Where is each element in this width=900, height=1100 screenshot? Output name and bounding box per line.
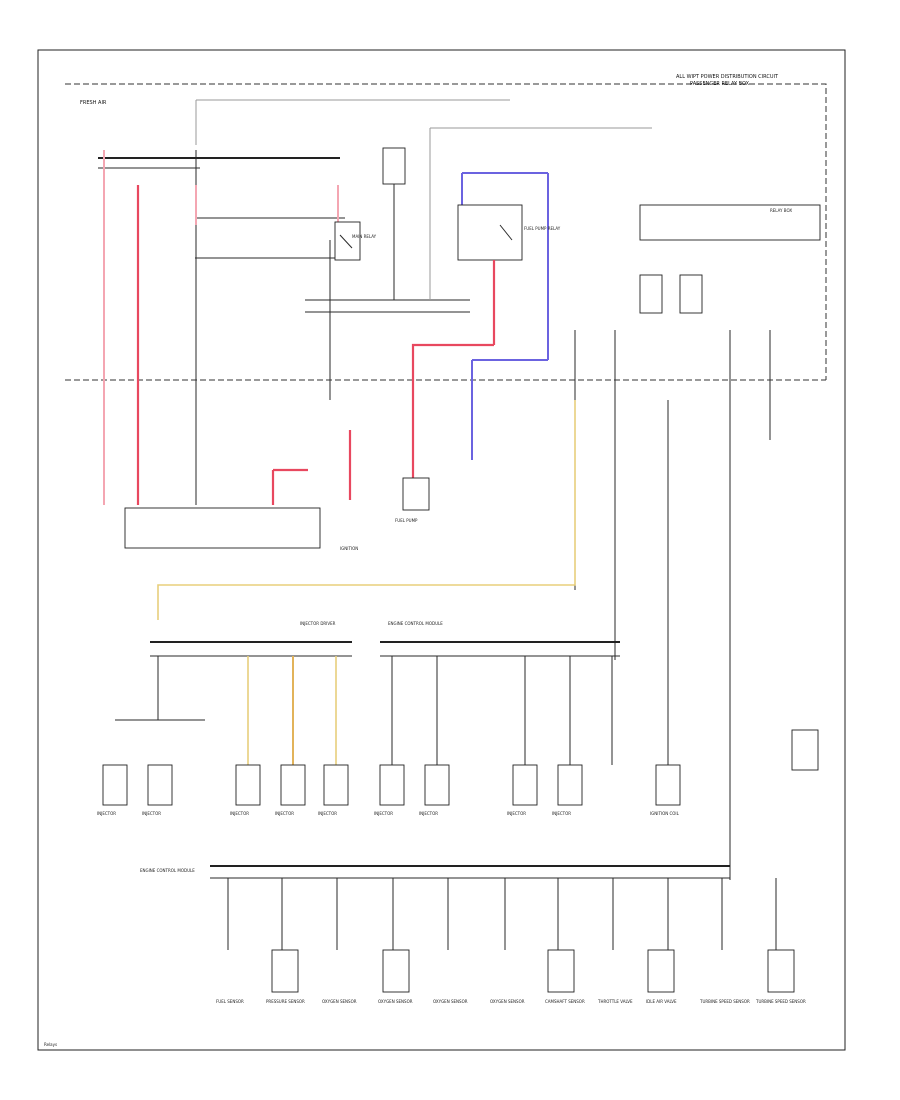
right-sensor bbox=[791, 729, 819, 771]
injector-label-3: INJECTOR bbox=[230, 811, 249, 816]
injector-5 bbox=[323, 764, 349, 806]
fuel-pump-motor-label: FUEL PUMP bbox=[395, 518, 418, 523]
relay-b bbox=[679, 274, 703, 314]
injector-2 bbox=[147, 764, 173, 806]
yellow-wire-long bbox=[157, 400, 576, 620]
lower-bus-label: ENGINE CONTROL MODULE bbox=[140, 868, 195, 873]
right-relay-box bbox=[639, 204, 821, 241]
injector-8 bbox=[512, 764, 538, 806]
ecm-label: ENGINE CONTROL MODULE bbox=[388, 621, 443, 626]
fuel-pump-relay-label: FUEL PUMP RELAY bbox=[524, 226, 561, 231]
relay-a bbox=[639, 274, 663, 314]
corner-label: Relays bbox=[44, 1042, 57, 1047]
sensor-7 bbox=[547, 949, 575, 993]
sensor-4 bbox=[382, 949, 410, 993]
injector-label-7: INJECTOR bbox=[419, 811, 438, 816]
left-box-title: FRESH AIR bbox=[80, 100, 107, 106]
main-relay bbox=[334, 221, 361, 261]
injector-6 bbox=[379, 764, 405, 806]
fuel-pump-motor bbox=[402, 477, 430, 511]
injector-1 bbox=[102, 764, 128, 806]
igniter-label: IGNITION bbox=[340, 546, 358, 551]
main-relay-label: MAIN RELAY bbox=[352, 234, 377, 239]
injector-7 bbox=[424, 764, 450, 806]
diagram-frame bbox=[37, 49, 846, 1051]
sensor-label-10: TURBINE SPEED SENSOR bbox=[699, 999, 750, 1004]
fuel-pump-relay-switch bbox=[499, 224, 513, 241]
sensor-label-3: OXYGEN SENSOR bbox=[322, 999, 357, 1004]
sensor-label-11: TURBINE SPEED SENSOR bbox=[755, 999, 806, 1004]
injector-label-8: INJECTOR bbox=[507, 811, 526, 816]
injector-9 bbox=[557, 764, 583, 806]
sensor-label-4: OXYGEN SENSOR bbox=[378, 999, 413, 1004]
sensor-label-1: FUEL SENSOR bbox=[216, 999, 244, 1004]
sensor-label-2: PRESSURE SENSOR bbox=[266, 999, 305, 1004]
injector-3 bbox=[235, 764, 261, 806]
injector-label-6: INJECTOR bbox=[374, 811, 393, 816]
fuel-pump-relay bbox=[457, 204, 523, 261]
injector-label-1: INJECTOR bbox=[97, 811, 116, 816]
left-module bbox=[124, 507, 321, 549]
injector-label-9: INJECTOR bbox=[552, 811, 571, 816]
injector-label-2: INJECTOR bbox=[142, 811, 161, 816]
right-relay-label: RELAY BOX bbox=[770, 208, 792, 213]
red-wire-pump bbox=[411, 343, 494, 478]
ignition-coil bbox=[655, 764, 681, 806]
ignition-coil-label: IGNITION COIL bbox=[650, 811, 680, 816]
sensor-11 bbox=[767, 949, 795, 993]
sensor-label-5: OXYGEN SENSOR bbox=[433, 999, 468, 1004]
header-title: ALL WIPT POWER DISTRIBUTION CIRCUIT bbox=[676, 74, 779, 80]
injector-4 bbox=[280, 764, 306, 806]
injector-driver-label: INJECTOR DRIVER bbox=[300, 621, 336, 626]
sensor-9 bbox=[647, 949, 675, 993]
sensor-label-7: CAMSHAFT SENSOR bbox=[545, 999, 585, 1004]
injector-label-5: INJECTOR bbox=[318, 811, 337, 816]
injector-label-4: INJECTOR bbox=[275, 811, 294, 816]
sensor-label-9: IDLE AIR VALVE bbox=[646, 999, 677, 1004]
sensor-label-6: OXYGEN SENSOR bbox=[490, 999, 525, 1004]
injector-row bbox=[102, 729, 819, 806]
sensor-2 bbox=[271, 949, 299, 993]
main-relay-switch bbox=[339, 234, 353, 249]
sensor-row bbox=[271, 949, 795, 993]
header-subtitle: PASSENGER RELAY BOX bbox=[690, 81, 750, 87]
sensor-label-8: THROTTLE VALVE bbox=[597, 999, 633, 1004]
fuse-box-boundary bbox=[65, 83, 827, 380]
sensor-wires bbox=[227, 878, 777, 950]
fuse-block-top bbox=[382, 147, 406, 185]
